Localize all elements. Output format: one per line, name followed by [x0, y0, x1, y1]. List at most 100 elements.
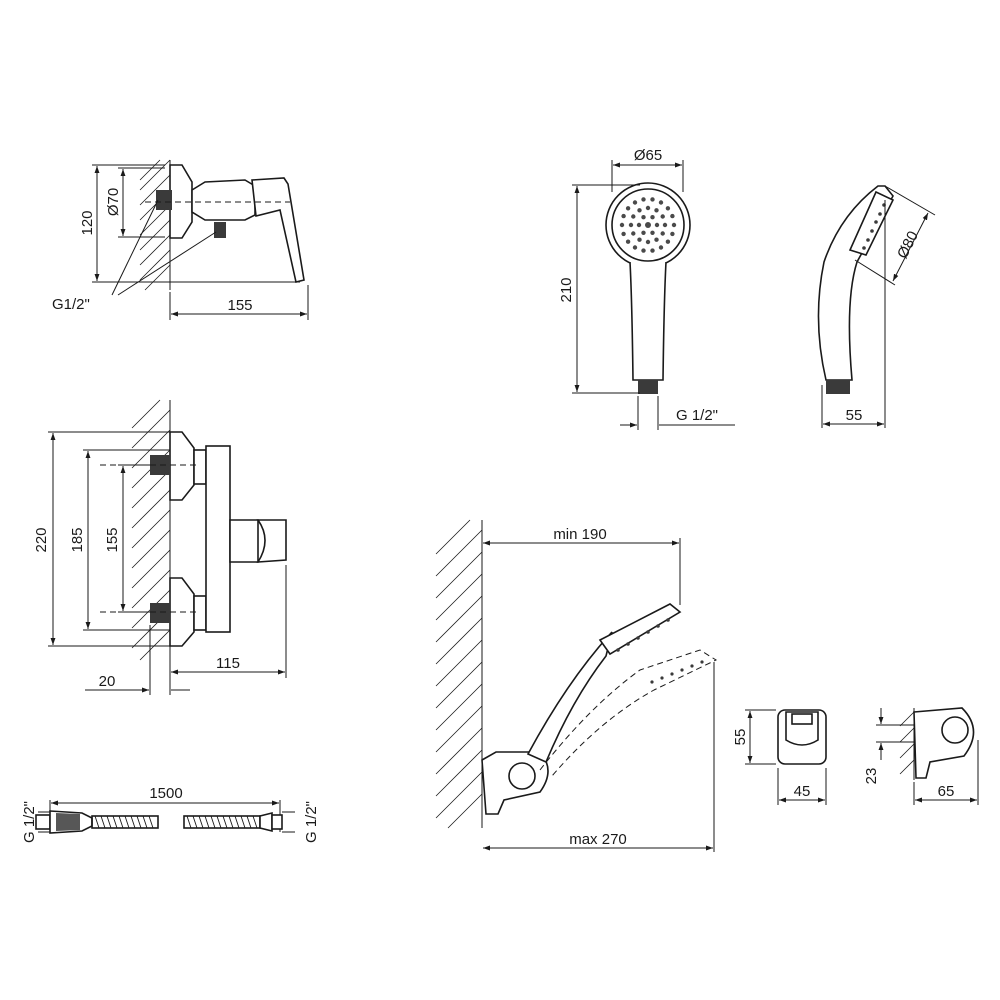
- shower-max-nozzles: [650, 660, 704, 684]
- nozzle-dot: [660, 231, 665, 236]
- side-depth-label: 155: [227, 297, 252, 314]
- nozzle-dot: [632, 200, 638, 205]
- inlet-thread: [156, 190, 172, 210]
- front-offset-label: 20: [99, 673, 116, 690]
- hose-left-fitting: [35, 814, 51, 830]
- side-thread-label: G1/2": [52, 296, 90, 313]
- nozzle-dot: [636, 222, 642, 228]
- holder-front-view: 55 45: [732, 709, 827, 805]
- holder-side-view: 23 65: [863, 707, 979, 805]
- hose-right-thread-label: G 1/2": [303, 801, 320, 843]
- front-handle: [229, 519, 259, 563]
- shower-thread-label: G 1/2": [676, 407, 718, 424]
- front-centers-label: 155: [104, 527, 121, 552]
- wall-hatch-holder: [899, 708, 915, 780]
- nozzle-dot: [628, 222, 634, 228]
- front-depth-label: 115: [216, 655, 240, 672]
- nozzle-dot: [637, 208, 642, 213]
- shower-side-depth-label: 55: [846, 407, 863, 424]
- nozzle-dot: [654, 208, 659, 213]
- upper-rosette: [169, 431, 195, 501]
- wall-hatch-install: [435, 519, 483, 829]
- mixer-body: [191, 179, 256, 221]
- nozzle-dot: [671, 222, 677, 228]
- hose-right-nut: [259, 811, 273, 833]
- shower-head-dia-label: Ø65: [634, 147, 662, 164]
- nozzle-dot: [654, 222, 660, 228]
- nozzle-dot: [670, 213, 675, 219]
- upper-nut: [193, 449, 207, 485]
- holder-height-label: 55: [732, 729, 749, 746]
- max-reach-label: max 270: [569, 831, 627, 848]
- nozzle-dot: [641, 248, 646, 253]
- side-diameter-label: Ø70: [105, 188, 122, 216]
- nozzle-dot: [641, 197, 646, 202]
- lever-handle: [251, 177, 305, 283]
- front-mid-height-label: 185: [69, 527, 86, 552]
- shower-side-thread: [826, 380, 850, 394]
- nozzle-dot: [650, 215, 655, 220]
- nozzle-dot: [650, 248, 655, 253]
- nozzle-dot: [621, 231, 626, 237]
- side-height-label: 120: [79, 210, 96, 235]
- shower-max-position: [539, 649, 718, 777]
- shower-side-body: [817, 185, 894, 381]
- shower-thread: [638, 380, 658, 394]
- nozzle-dot: [645, 222, 651, 228]
- wall-hatch: [139, 159, 171, 291]
- shower-length-label: 210: [558, 277, 575, 302]
- shower-min-nozzles: [616, 618, 670, 652]
- holder-side-body: [913, 707, 975, 779]
- hose-right-fitting: [271, 814, 283, 830]
- nozzle-pattern: [619, 197, 677, 253]
- nozzle-dot: [631, 214, 636, 219]
- hand-shower-front-view: Ø65 210 G 1/2": [558, 147, 735, 430]
- nozzle-dot: [625, 239, 631, 244]
- outlet-thread: [214, 222, 226, 238]
- nozzle-dot: [665, 206, 671, 211]
- nozzle-dot: [641, 215, 646, 220]
- shower-head-face: [611, 188, 685, 262]
- holder-width-label: 45: [794, 783, 811, 800]
- shower-min-head: [598, 603, 682, 656]
- nozzle-dot: [658, 245, 664, 250]
- shower-handle: [629, 261, 667, 381]
- nozzle-dot: [654, 237, 659, 242]
- nozzle-dot: [621, 213, 626, 219]
- faucet-front-view: 220 185 155 20 115: [33, 399, 287, 695]
- min-reach-label: min 190: [553, 526, 606, 543]
- holder-front-slot: [785, 711, 819, 746]
- front-body: [205, 445, 231, 633]
- nozzle-dot: [650, 230, 655, 235]
- nozzle-dot: [670, 231, 675, 237]
- lower-eccentric: [150, 603, 170, 623]
- holder-depth-label: 65: [938, 783, 955, 800]
- nozzle-dot: [641, 230, 646, 235]
- nozzle-dot: [665, 239, 671, 244]
- nozzle-dot: [625, 206, 631, 211]
- nozzle-dot: [631, 231, 636, 236]
- front-total-height-label: 220: [33, 527, 50, 552]
- front-handle-cap: [256, 519, 287, 563]
- holder-ring: [508, 762, 536, 790]
- nozzle-dot: [650, 197, 655, 202]
- nozzle-dot: [645, 239, 651, 245]
- hose-spiral: [94, 815, 258, 829]
- shower-side-face: [848, 190, 895, 256]
- holder-side-ring: [941, 716, 969, 744]
- nozzle-dot: [632, 245, 638, 250]
- shower-min-position: [526, 631, 613, 764]
- nozzle-dot: [662, 222, 668, 228]
- hose-length-label: 1500: [149, 785, 182, 802]
- hand-shower-side-view: Ø80 55: [817, 185, 936, 428]
- faucet-side-view: 120 Ø70 G1/2" 155: [52, 159, 309, 320]
- holder-installation-view: min 190 max 270: [435, 519, 718, 852]
- hose-view: 1500 G 1/2" G 1/2": [21, 785, 320, 843]
- hose-left-thread-label: G 1/2": [21, 801, 38, 843]
- nozzle-dot: [645, 205, 651, 211]
- holder-front-tab: [791, 713, 813, 725]
- nozzle-dot: [658, 200, 664, 205]
- lower-nut: [193, 595, 207, 631]
- nozzle-dot: [637, 237, 642, 242]
